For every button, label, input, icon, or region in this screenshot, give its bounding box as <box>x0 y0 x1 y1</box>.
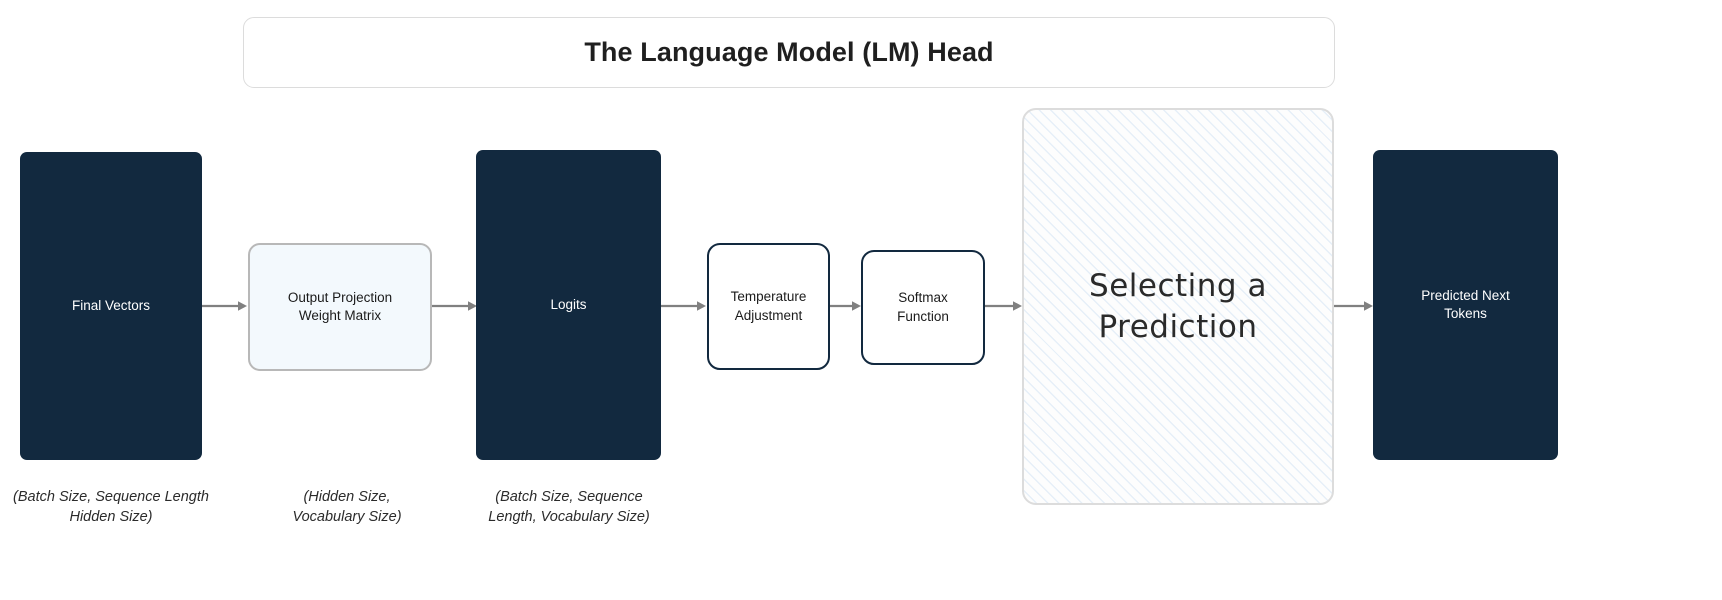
arrow-right-icon <box>830 299 862 313</box>
node-predicted-next-tokens-label: Predicted Next Tokens <box>1421 287 1510 321</box>
arrow-right-icon <box>202 299 248 313</box>
page-title: The Language Model (LM) Head <box>584 37 994 67</box>
node-temperature-adjustment-label: Temperature Adjustment <box>730 289 807 323</box>
node-output-projection-label: Output Projection Weight Matrix <box>287 289 393 323</box>
node-selecting-a-prediction[interactable]: Selecting a Prediction <box>1022 108 1334 505</box>
node-final-vectors[interactable]: Final Vectors <box>20 152 202 460</box>
arrow-right-icon <box>985 299 1023 313</box>
node-predicted-next-tokens[interactable]: Predicted Next Tokens <box>1373 150 1558 460</box>
node-final-vectors-label: Final Vectors <box>71 297 151 313</box>
arrow-right-icon <box>432 299 478 313</box>
caption-logits: (Batch Size, Sequence Length, Vocabulary… <box>488 489 650 525</box>
node-logits[interactable]: Logits <box>476 150 661 460</box>
arrow-right-icon <box>1334 299 1374 313</box>
node-softmax-function-label: Softmax Function <box>897 290 949 324</box>
node-softmax-function[interactable]: Softmax Function <box>861 250 985 365</box>
arrow-right-icon <box>661 299 707 313</box>
caption-final-vectors: (Batch Size, Sequence Length Hidden Size… <box>13 489 209 525</box>
node-logits-label: Logits <box>550 296 587 312</box>
node-temperature-adjustment[interactable]: Temperature Adjustment <box>707 243 830 370</box>
node-output-projection-weight-matrix[interactable]: Output Projection Weight Matrix <box>248 243 432 371</box>
diagram-title-box: The Language Model (LM) Head <box>243 17 1335 88</box>
caption-output-projection: (Hidden Size, Vocabulary Size) <box>292 489 402 525</box>
node-selecting-a-prediction-label: Selecting a Prediction <box>1089 268 1267 345</box>
